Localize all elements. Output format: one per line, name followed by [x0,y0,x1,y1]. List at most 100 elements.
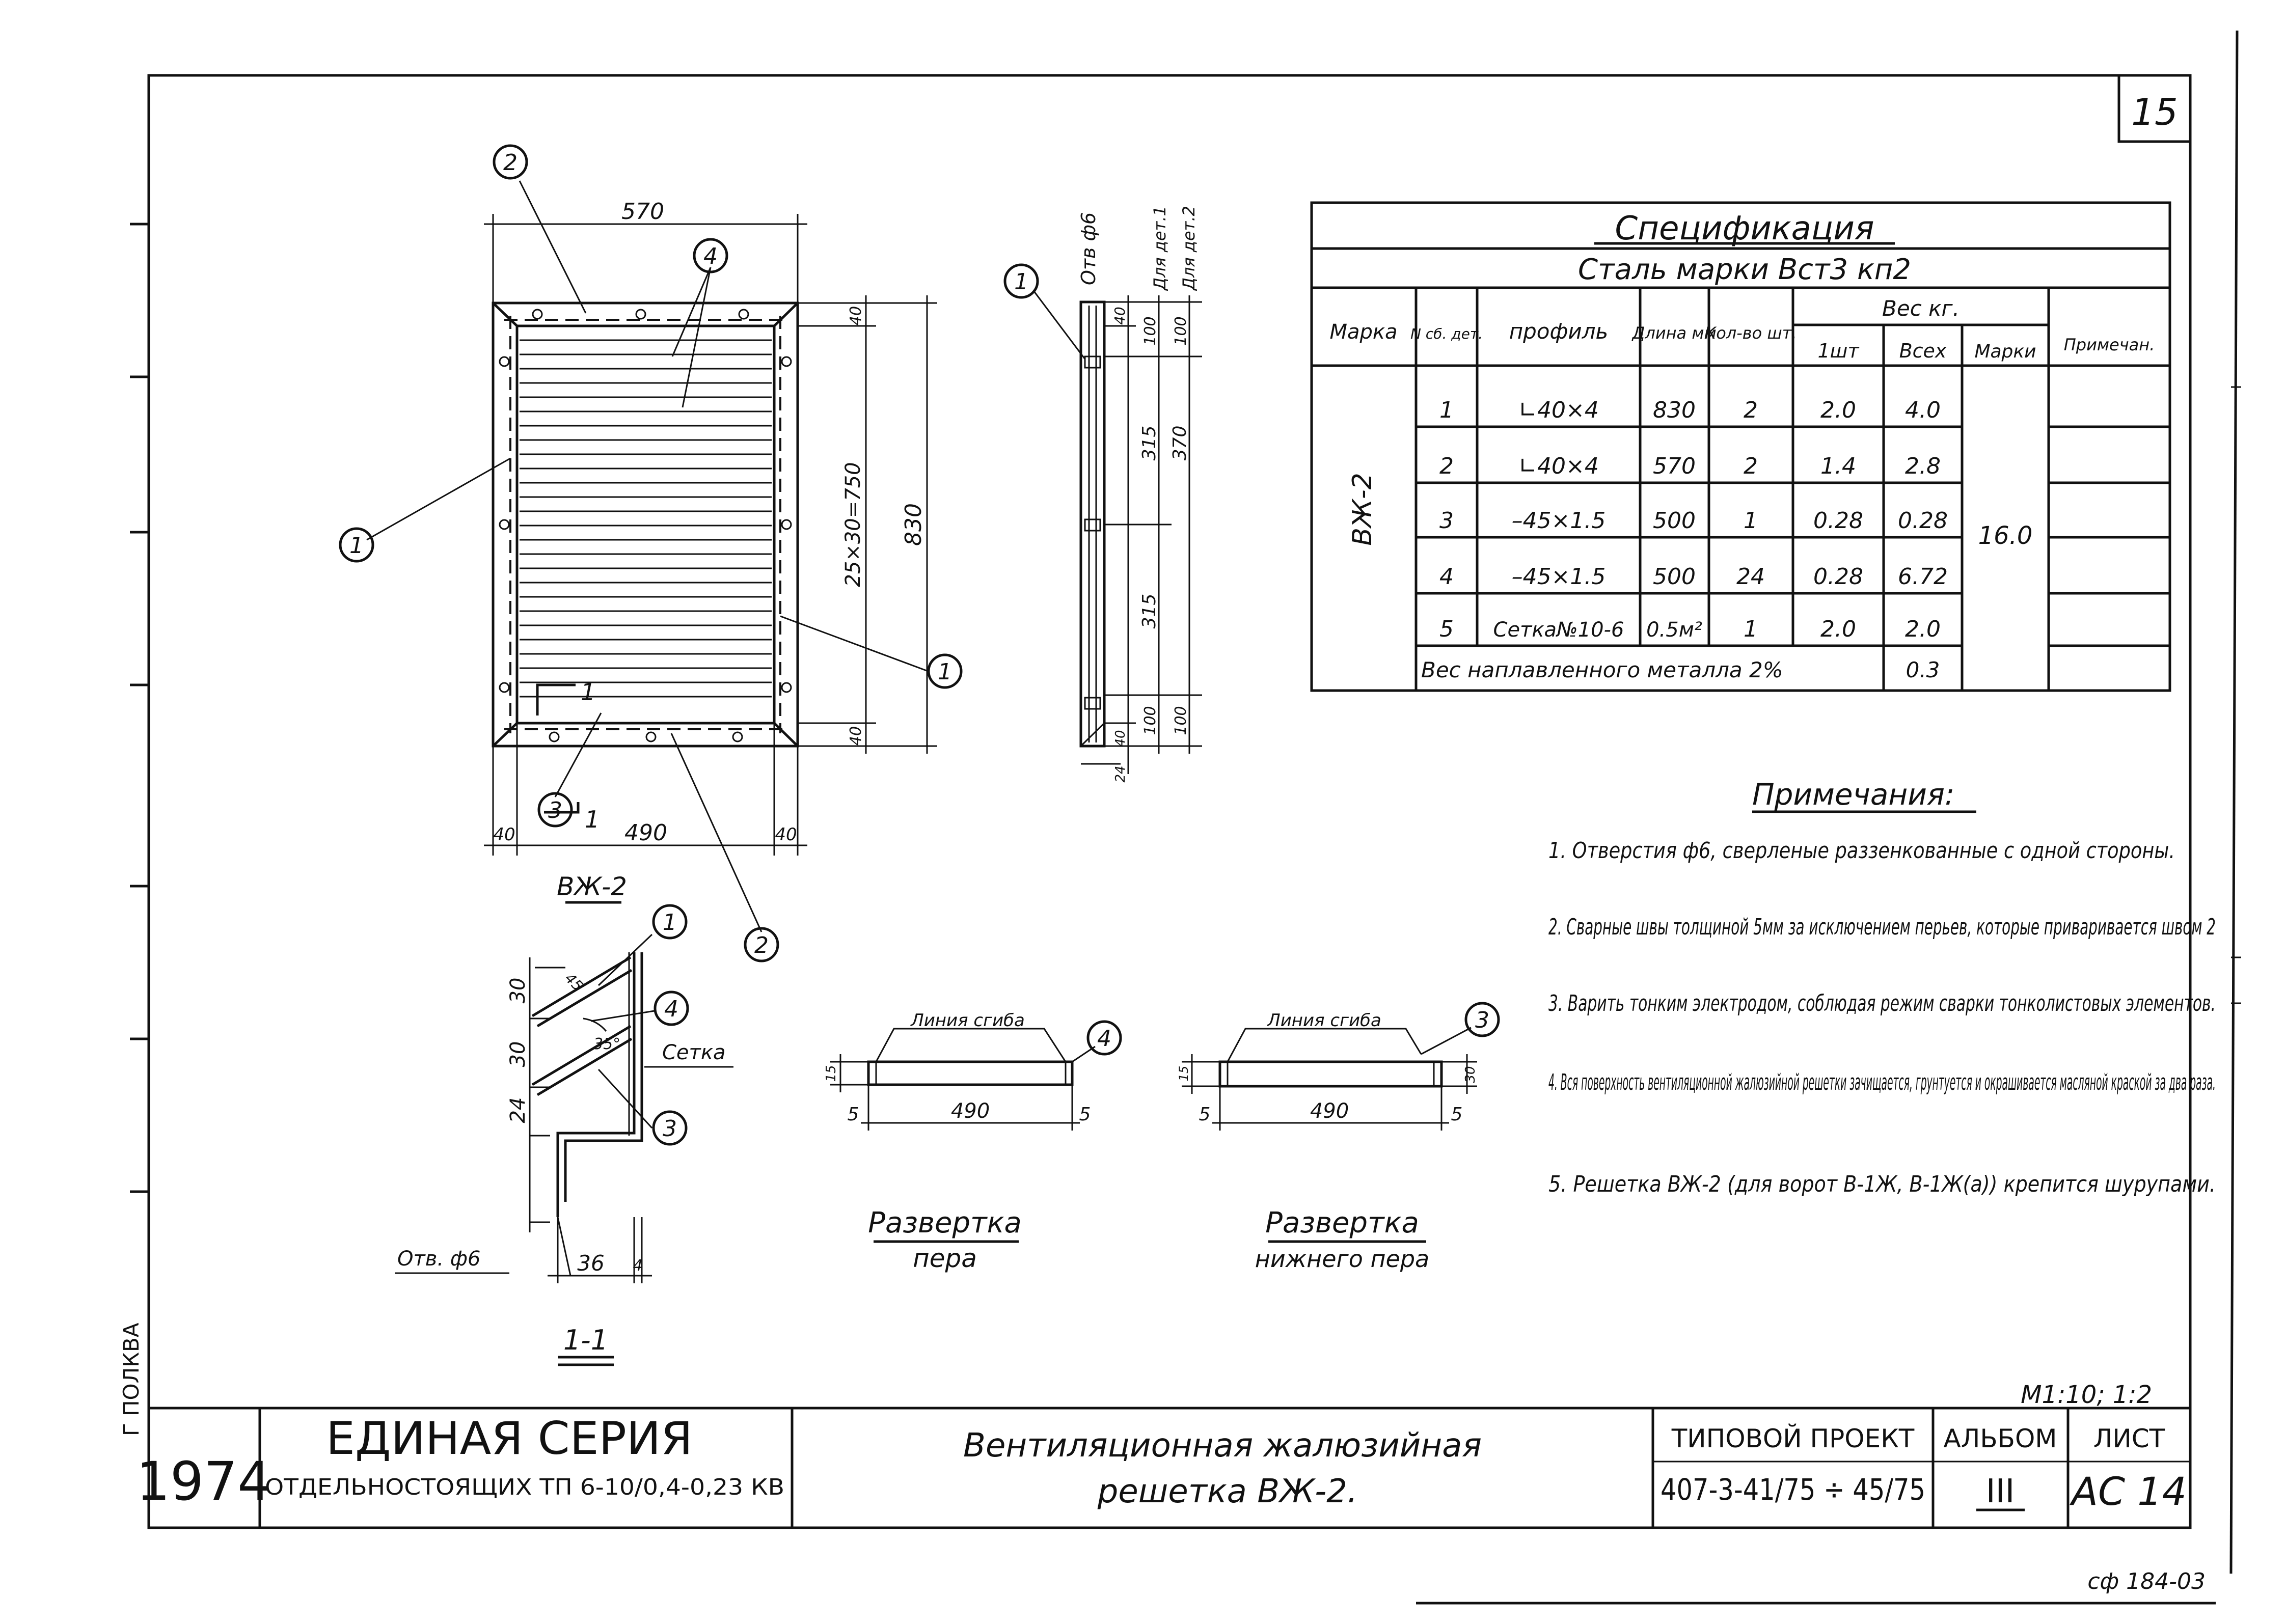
section-dim-24: 24 [506,1097,530,1123]
dim-bottom-left: 40 [493,824,515,845]
spec-row: 5 Сетка№10-6 0.5м² 1 2.0 2.0 [1439,616,1941,642]
razv-pera: Линия сгиба 490 5 5 15 Развертка пера [824,1010,1096,1273]
svg-text:3: 3 [548,797,562,823]
razv-nizh: Линия сгиба 490 5 5 30 15 Развертка нижн… [1177,1010,1478,1273]
note-item-3: 3. Варить тонким электродом, соблюдая ре… [1548,990,2216,1016]
tb-drawing-title-2: решетка ВЖ-2. [1097,1473,1357,1510]
svg-text:1: 1 [1744,616,1758,642]
svg-text:1: 1 [663,910,677,935]
spec-row: 2 ∟40×4 570 2 1.4 2.8 [1439,453,1941,479]
section-mark-top: 1 [581,678,595,706]
svg-text:0.28: 0.28 [1813,508,1863,534]
spec-header-mark: Марка [1329,320,1397,344]
tb-sheet-label: ЛИСТ [2093,1424,2165,1453]
tb-sheet-value: АС 14 [2069,1469,2187,1514]
razv-nizh-fold: Линия сгиба [1266,1010,1381,1031]
title-block: 1974 ЕДИНАЯ СЕРИЯ ОТДЕЛЬНОСТОЯЩИХ ТП 6-1… [137,1407,2190,1528]
dim-bottom-mid: 490 [624,820,667,846]
callout-3-main: 3 [537,792,573,828]
svg-text:2.0: 2.0 [1820,397,1856,423]
side-det2-label: Для дет.2 [1179,206,1199,291]
svg-text:570: 570 [1653,453,1696,479]
dim-top-width: 570 [621,199,664,225]
svg-text:3: 3 [1439,508,1454,534]
svg-text:4: 4 [1439,564,1454,590]
spec-header-qty: Кол-во шт. [1705,323,1797,343]
spec-header-profile: профиль [1509,319,1609,344]
svg-text:2: 2 [503,150,518,176]
spec-row: 1 ∟40×4 830 2 2.0 4.0 [1439,397,1941,423]
svg-text:2: 2 [1744,453,1758,479]
spec-header-note: Примечан. [2064,335,2155,354]
tb-project-number: 407-3-41/75 ÷ 45/75 [1661,1472,1925,1507]
svg-text:∟40×4: ∟40×4 [1518,453,1599,479]
svg-text:4: 4 [703,243,718,269]
razv-pera-s1: 5 [848,1104,859,1125]
spec-title: Спецификация [1615,210,1874,247]
spec-row: 3 –45×1.5 500 1 0.28 0.28 [1439,508,1948,534]
tb-series-sub: ОТДЕЛЬНОСТОЯЩИХ ТП 6-10/0,4-0,23 КВ [265,1474,784,1500]
svg-text:6.72: 6.72 [1898,564,1948,590]
svg-text:Сетка№10-6: Сетка№10-6 [1493,618,1624,642]
svg-text:2: 2 [1439,453,1454,479]
section-callout-3: 3 [652,1110,688,1146]
spec-header-length: Длина мм [1631,323,1716,343]
svg-text:–45×1.5: –45×1.5 [1512,564,1606,590]
svg-text:4: 4 [664,996,678,1022]
sheet-frame [130,30,2241,1605]
svg-text:5: 5 [1439,616,1454,642]
svg-text:4: 4 [1097,1026,1111,1052]
razv-nizh-h2: 15 [1177,1066,1191,1082]
callout-2-top: 2 [493,144,528,180]
side-dim-100-c: 100 [1141,706,1159,735]
notes: Примечания: 1. Отверстия ф6, сверленые р… [1548,777,2216,1197]
tb-drawing-title-1: Вентиляционная жалюзийная [963,1427,1482,1465]
tb-year: 1974 [137,1450,271,1512]
dim-top-offset: 40 [847,306,865,325]
note-item-5: 5. Решетка ВЖ-2 (для ворот В-1Ж, В-1Ж(а)… [1548,1171,2216,1197]
svg-text:830: 830 [1653,397,1696,423]
side-dim-315-b: 315 [1139,594,1160,629]
svg-text:1.4: 1.4 [1820,453,1856,479]
side-hole-label: Отв ф6 [1077,212,1100,285]
left-margin-text: Г ПОЛКВА [119,1323,144,1436]
main-view-label: ВЖ-2 [557,872,627,901]
svg-text:2.0: 2.0 [1820,616,1856,642]
side-view: Отв ф6 Для дет.1 Для дет.2 40 100 100 31… [1033,206,1202,783]
sheet-number-box: 15 [2117,74,2192,143]
svg-text:2: 2 [754,932,769,958]
spec-total-mark: 16.0 [1978,521,2033,550]
spec-header-w-mark: Марки [1974,341,2036,362]
svg-text:4.0: 4.0 [1905,397,1941,423]
svg-text:0.28: 0.28 [1813,564,1863,590]
svg-text:2: 2 [1744,397,1758,423]
section-dim-30a: 30 [506,978,530,1004]
side-callout-1: 1 [1003,263,1039,299]
tb-project-label: ТИПОВОЙ ПРОЕКТ [1671,1423,1915,1453]
svg-text:∟40×4: ∟40×4 [1518,397,1599,423]
callout-4-main: 4 [693,238,728,273]
section-setka: Сетка [662,1041,726,1064]
svg-text:2.0: 2.0 [1905,616,1941,642]
svg-text:1: 1 [1439,397,1454,423]
svg-text:–45×1.5: –45×1.5 [1512,508,1606,534]
dim-inner-height: 25×30=750 [841,462,865,587]
side-dim-100-a: 100 [1141,316,1159,345]
tb-series: ЕДИНАЯ СЕРИЯ [326,1412,693,1465]
spec-row: 4 –45×1.5 500 24 0.28 6.72 [1439,564,1948,590]
razv-nizh-sub: нижнего пера [1255,1245,1429,1273]
razv-nizh-callout-3: 3 [1464,1002,1500,1037]
svg-text:1: 1 [938,659,952,685]
bottom-right-code: сф 184-03 [2087,1568,2206,1594]
svg-text:500: 500 [1653,508,1696,534]
side-dim-315-a: 315 [1139,426,1160,461]
side-dim-24: 24 [1113,765,1128,782]
callout-1-left: 1 [339,527,374,563]
scale-text: М1:10; 1:2 [2021,1381,2152,1409]
razv-nizh-s2: 5 [1451,1104,1463,1125]
side-dim-40-top: 40 [1111,307,1128,325]
razv-pera-h: 15 [824,1065,839,1082]
section-mark-bottom: 1 [585,806,600,833]
spec-weld-value: 0.3 [1906,657,1940,682]
spec-table: Спецификация Сталь марки Вст3 кп2 Марка … [1310,201,2171,692]
